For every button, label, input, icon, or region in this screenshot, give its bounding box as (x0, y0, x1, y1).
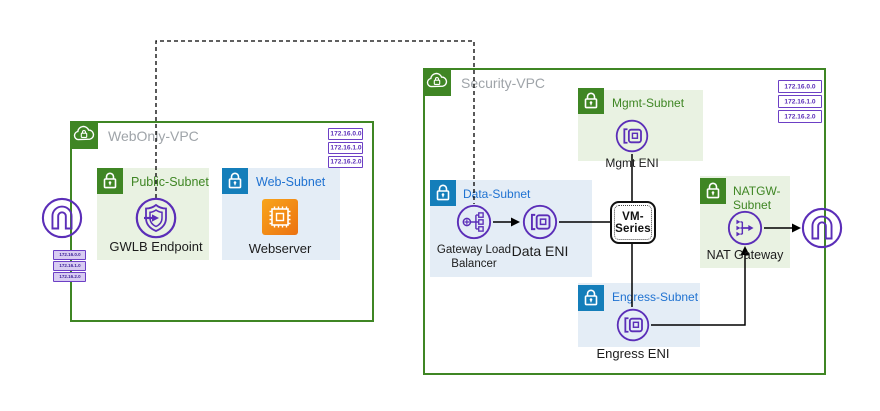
cidr-badge: 172.16.0.0 (778, 80, 822, 93)
route-badge: 172.16.0.0 (53, 250, 86, 260)
webserver-icon (262, 199, 298, 235)
security-vpc-cidr-list: 172.16.0.0 172.16.1.0 172.16.2.0 (778, 80, 822, 123)
engress-subnet-title: Engress-Subnet (612, 290, 699, 304)
gateway-load-balancer-icon (455, 203, 493, 246)
data-eni-icon (521, 203, 559, 246)
web-subnet-title: Web-Subnet (256, 175, 326, 189)
engress-eni-label: Engress ENI (596, 346, 670, 361)
mgmt-eni-label: Mgmt ENI (605, 156, 659, 170)
nat-gateway-icon (726, 209, 764, 252)
gwlb-endpoint-label: GWLB Endpoint (109, 239, 203, 254)
mgmt-subnet-title: Mgmt-Subnet (612, 96, 685, 110)
lock-icon (578, 285, 604, 311)
public-subnet-title: Public-Subnet (131, 175, 209, 189)
lock-icon (700, 178, 726, 204)
gwlb-endpoint-icon (135, 197, 177, 244)
webonly-vpc-title: WebOnly-VPC (108, 128, 199, 144)
natgw-subnet-title: NATGW- Subnet (733, 184, 781, 212)
webserver-label: Webserver (248, 241, 312, 256)
gateway-load-balancer-label: Gateway Load Balancer (436, 244, 512, 270)
vm-series-inner: VM- Series (614, 205, 652, 240)
internet-gateway-icon (41, 197, 83, 244)
data-eni-label: Data ENI (511, 243, 569, 259)
security-vpc-title: Security-VPC (461, 75, 546, 91)
route-badge: 172.16.1.0 (53, 261, 86, 271)
lock-icon (222, 168, 248, 194)
cidr-badge: 172.16.2.0 (328, 156, 363, 168)
webonly-vpc-cidr-list: 172.16.0.0 172.16.1.0 172.16.2.0 (328, 128, 363, 168)
cidr-badge: 172.16.0.0 (328, 128, 363, 140)
vpc-cloud-icon (70, 121, 98, 149)
lock-icon (578, 88, 604, 114)
cidr-badge: 172.16.2.0 (778, 110, 822, 123)
mgmt-eni-icon (614, 118, 650, 159)
lock-icon (97, 168, 123, 194)
vm-series-node: VM- Series (610, 201, 656, 244)
vpc-cloud-icon (423, 68, 451, 96)
route-badge: 172.16.2.0 (53, 272, 86, 282)
route-table-badges: 172.16.0.0 172.16.1.0 172.16.2.0 (53, 250, 86, 282)
internet-gateway-icon (801, 207, 843, 254)
data-subnet-title: Data-Subnet (463, 187, 531, 201)
nat-gateway-label: NAT Gateway (706, 248, 784, 262)
security-vpc-box (423, 68, 826, 375)
cidr-badge: 172.16.1.0 (778, 95, 822, 108)
cidr-badge: 172.16.1.0 (328, 142, 363, 154)
lock-icon (430, 180, 456, 206)
engress-eni-icon (615, 307, 651, 348)
